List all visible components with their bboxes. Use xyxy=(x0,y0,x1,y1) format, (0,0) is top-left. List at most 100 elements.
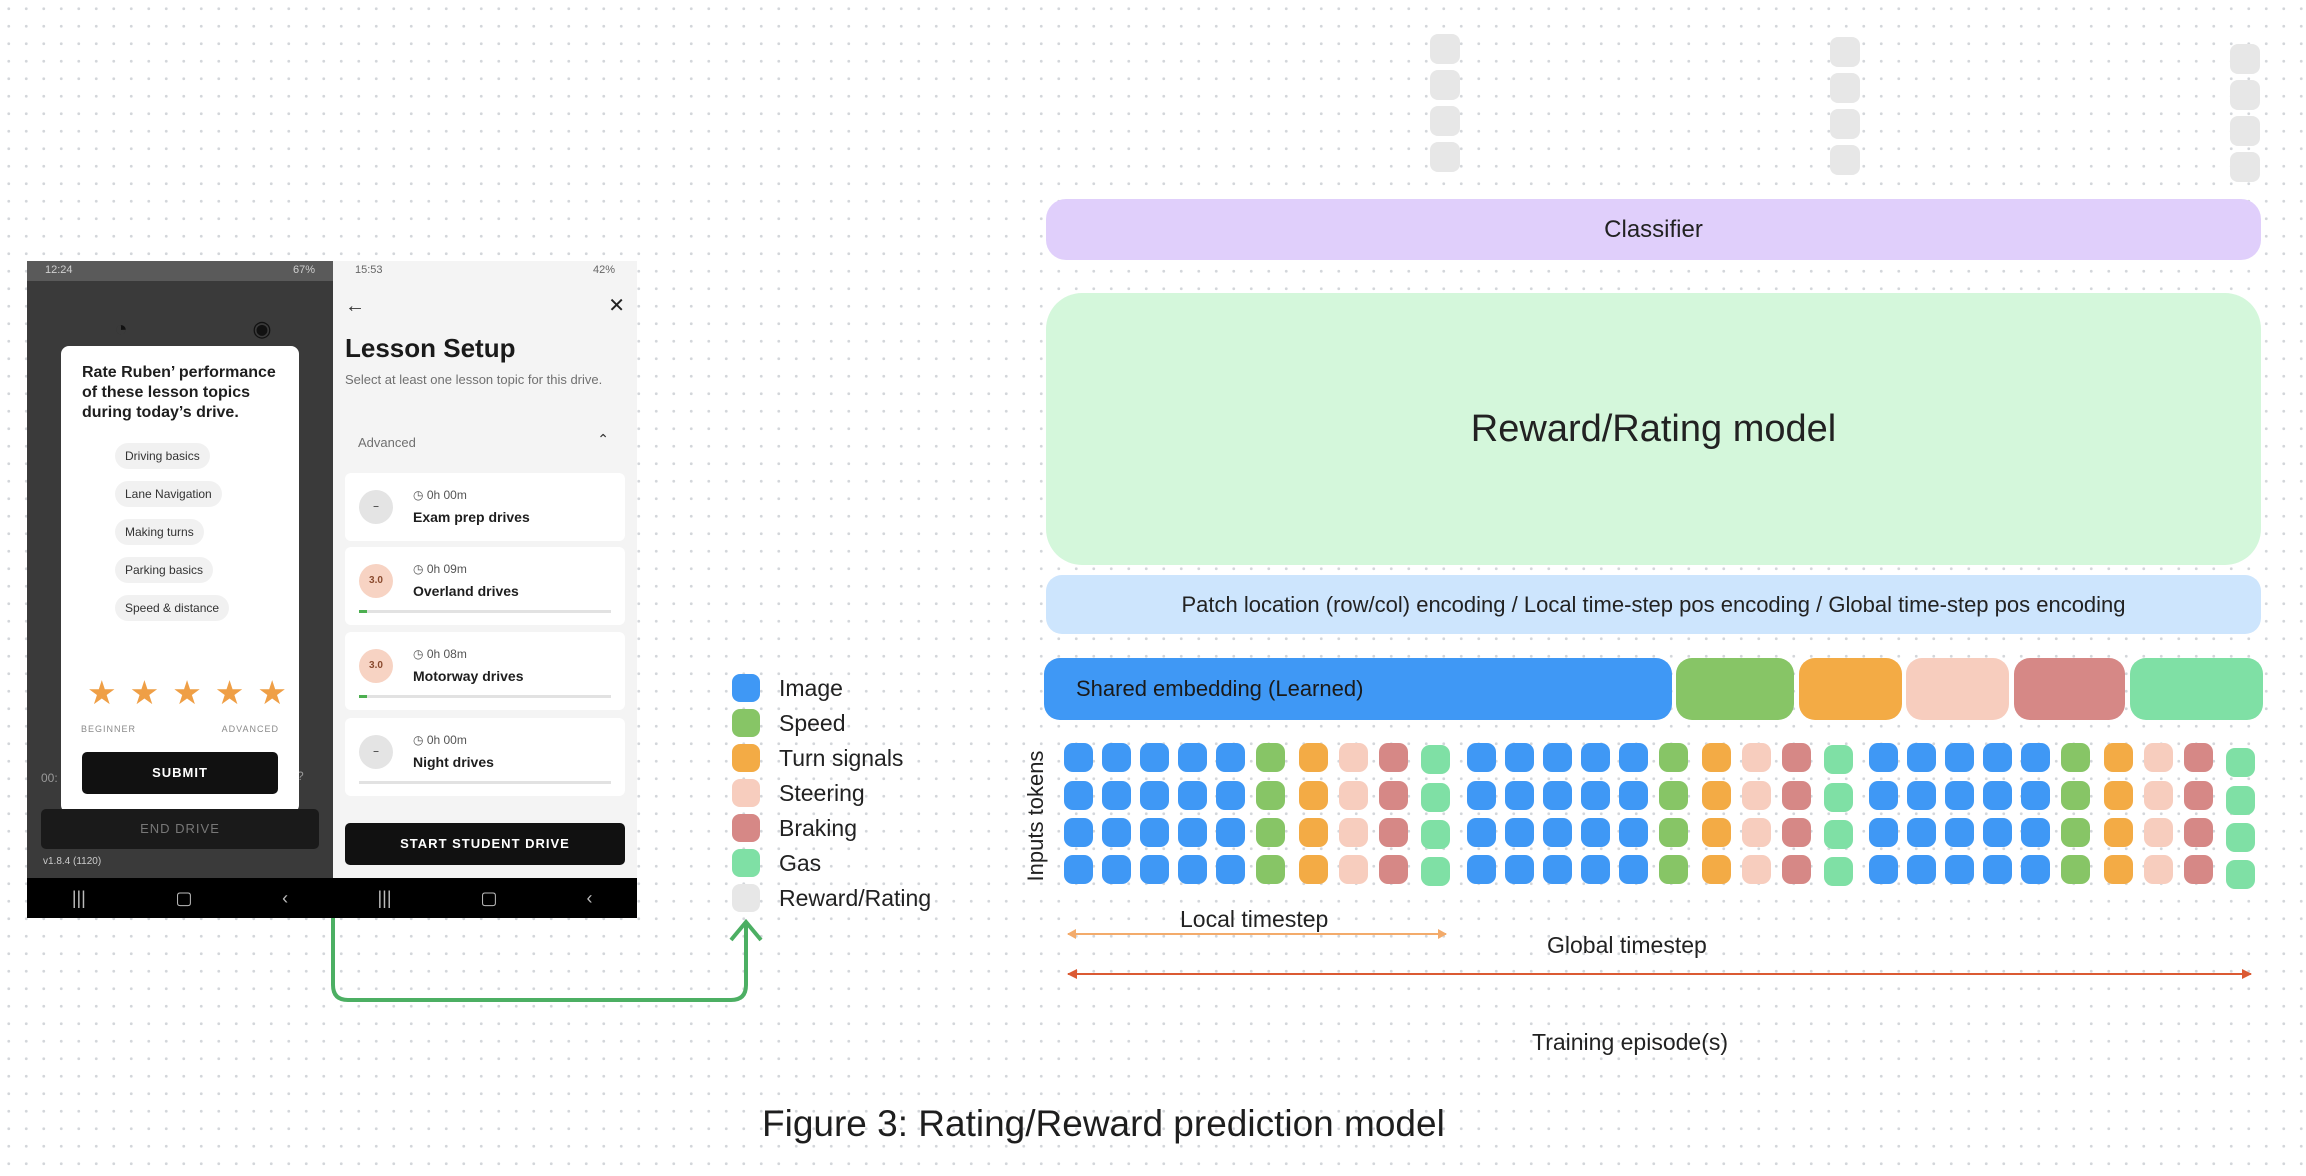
progress-track xyxy=(359,781,611,784)
legend-label: Turn signals xyxy=(779,744,904,771)
back-icon[interactable]: ‹ xyxy=(586,887,593,908)
turn-signals-token xyxy=(1299,818,1328,847)
legend-swatch xyxy=(732,849,760,877)
topic-chip[interactable]: Making turns xyxy=(115,519,204,545)
speed-token xyxy=(2061,743,2090,772)
image-token xyxy=(1216,818,1245,847)
turn-signals-token xyxy=(1299,781,1328,810)
close-icon[interactable]: ✕ xyxy=(608,295,625,317)
image-token xyxy=(1581,781,1610,810)
lesson-topic-card[interactable]: 3.0 ◷ 0h 09m Overland drives xyxy=(345,547,625,625)
legend-item-gas: Gas xyxy=(732,846,821,880)
turn-signals-token xyxy=(2104,743,2133,772)
submit-button[interactable]: SUBMIT xyxy=(82,752,278,794)
scale-low-label: BEGINNER xyxy=(81,724,137,734)
lesson-topic-card[interactable]: – ◷ 0h 00m Exam prep drives xyxy=(345,473,625,541)
topic-chip[interactable]: Driving basics xyxy=(115,443,210,469)
topic-chip[interactable]: Parking basics xyxy=(115,557,214,583)
image-token xyxy=(1467,743,1496,772)
rating-question: Rate Ruben’ performance of these lesson … xyxy=(82,364,276,421)
legend-swatch xyxy=(732,779,760,807)
topic-chip[interactable]: Lane Navigation xyxy=(115,481,222,507)
lesson-topic-card[interactable]: – ◷ 0h 00m Night drives xyxy=(345,718,625,796)
turn-signals-token xyxy=(2104,855,2133,884)
output-token-column xyxy=(1830,37,1860,181)
recents-icon[interactable]: ||| xyxy=(71,887,86,908)
app-version: v1.8.4 (1120) xyxy=(43,856,102,867)
speedometer-icon: ◔ xyxy=(114,316,128,341)
background-text: 00: xyxy=(41,771,58,785)
image-token xyxy=(1064,781,1093,810)
home-icon[interactable]: ▢ xyxy=(175,887,193,908)
gas-embedding-block xyxy=(2130,658,2263,720)
gas-token xyxy=(1824,857,1853,886)
braking-token xyxy=(1379,781,1408,810)
topic-chip[interactable]: Speed & distance xyxy=(115,595,230,621)
recents-icon[interactable]: ||| xyxy=(377,887,392,908)
image-token xyxy=(1467,818,1496,847)
braking-token xyxy=(1379,818,1408,847)
gas-token xyxy=(1824,783,1853,812)
start-student-drive-button[interactable]: START STUDENT DRIVE xyxy=(345,823,625,865)
steering-token xyxy=(1742,818,1771,847)
star-icon[interactable]: ★ xyxy=(172,674,202,711)
output-token-column xyxy=(1430,34,1460,178)
gas-token xyxy=(1421,820,1450,849)
legend-swatch xyxy=(732,674,760,702)
end-drive-button[interactable]: END DRIVE xyxy=(41,809,319,849)
clock-icon: ◷ xyxy=(413,733,427,747)
image-token xyxy=(1505,743,1534,772)
braking-token xyxy=(1782,818,1811,847)
image-token xyxy=(1581,818,1610,847)
gas-token xyxy=(2226,748,2255,777)
lesson-topic-card[interactable]: 3.0 ◷ 0h 08m Motorway drives xyxy=(345,632,625,710)
image-token xyxy=(1869,855,1898,884)
steering-token xyxy=(1742,855,1771,884)
page-subtitle: Select at least one lesson topic for thi… xyxy=(345,372,603,387)
braking-token xyxy=(1379,855,1408,884)
star-icon[interactable]: ★ xyxy=(87,674,117,711)
figure-caption: Figure 3: Rating/Reward prediction model xyxy=(762,1103,1445,1144)
image-token xyxy=(1619,818,1648,847)
global-arrowhead-right xyxy=(2242,969,2252,979)
image-token xyxy=(1178,855,1207,884)
section-header[interactable]: Advanced xyxy=(358,435,416,450)
image-token xyxy=(1907,855,1936,884)
back-icon[interactable]: ‹ xyxy=(282,887,289,908)
back-arrow-icon[interactable]: ← xyxy=(345,295,365,317)
reward-output-token xyxy=(1830,109,1860,139)
star-icon[interactable]: ★ xyxy=(129,674,160,711)
image-token xyxy=(1216,855,1245,884)
global-arrowhead-left xyxy=(1067,969,1077,979)
image-token xyxy=(1505,818,1534,847)
scale-high-label: ADVANCED xyxy=(221,724,279,734)
status-time: 15:53 xyxy=(355,264,383,276)
gas-token xyxy=(1824,820,1853,849)
gas-token xyxy=(1421,857,1450,886)
steering-token xyxy=(1339,818,1368,847)
image-token xyxy=(1505,855,1534,884)
steering-token xyxy=(2144,743,2173,772)
chevron-up-icon[interactable]: ⌃ xyxy=(597,431,609,447)
star-icon[interactable]: ★ xyxy=(257,674,287,711)
star-rating[interactable]: ★ ★ ★ ★ ★ xyxy=(87,676,287,709)
inputs-tokens-axis-label: Inputs tokens xyxy=(1023,750,1048,881)
braking-token xyxy=(2184,781,2213,810)
legend-item-braking: Braking xyxy=(732,811,857,845)
reward-output-token xyxy=(2230,80,2260,110)
legend-swatch xyxy=(732,744,760,772)
training-episodes-label: Training episode(s) xyxy=(1532,1029,1729,1055)
reward-output-token xyxy=(1430,142,1460,172)
reward-output-token xyxy=(2230,116,2260,146)
star-icon[interactable]: ★ xyxy=(214,674,245,711)
progress-fill xyxy=(359,695,367,698)
home-icon[interactable]: ▢ xyxy=(480,887,498,908)
speed-token xyxy=(2061,781,2090,810)
turn-signals-token xyxy=(1702,818,1731,847)
legend-item-reward-rating: Reward/Rating xyxy=(732,881,931,915)
image-token xyxy=(1581,743,1610,772)
image-token xyxy=(1140,781,1169,810)
legend-item-image: Image xyxy=(732,671,843,705)
image-token xyxy=(1543,855,1572,884)
topic-duration: ◷ 0h 00m xyxy=(413,488,467,502)
